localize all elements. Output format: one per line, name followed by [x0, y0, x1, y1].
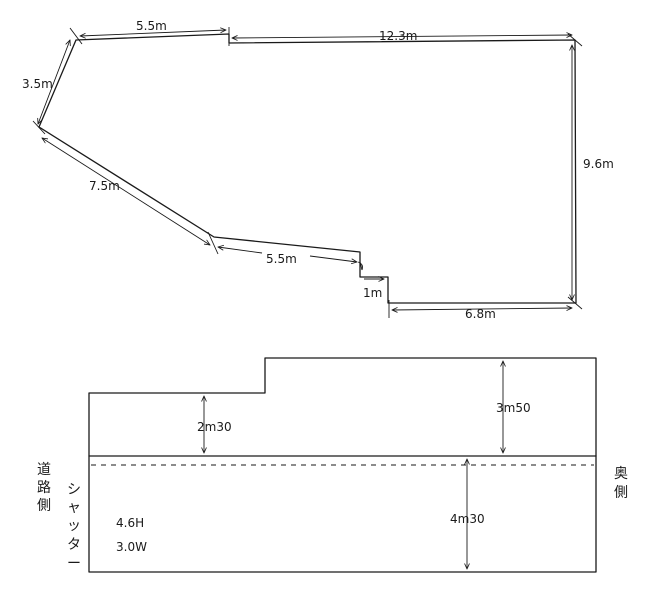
section-outline [88, 357, 597, 573]
label-bottom-middle: 5.5m [266, 252, 297, 266]
section-view: 2m30 3m50 4m30 4.6H 3.0W 道 路 側 シ ャ ッ タ ー… [37, 357, 628, 573]
plan-ticks [32, 27, 583, 318]
shutter-char-3: ッ [67, 518, 81, 534]
road-side-char-2: 路 [37, 480, 51, 496]
shutter-char-5: ー [67, 556, 81, 572]
dim-line-left-upper [38, 40, 70, 124]
label-left-diagonal: 7.5m [89, 179, 120, 193]
label-shutter-height: 4.6H [116, 516, 144, 530]
label-bottom-right: 6.8m [465, 307, 496, 321]
shutter-char-4: タ [67, 537, 81, 553]
label-right: 9.6m [583, 157, 614, 171]
label-upper-left-height: 2m30 [197, 420, 232, 434]
dim-line-bottom-right [392, 308, 572, 310]
shutter-char-1: シ [67, 482, 81, 498]
label-lower-height: 4m30 [450, 512, 485, 526]
label-step: 1m [363, 286, 382, 300]
label-shutter-width: 3.0W [116, 540, 147, 554]
dim-line-top-right [232, 35, 572, 38]
plan-outline [38, 33, 577, 304]
back-side-char-2: 側 [614, 485, 628, 501]
road-side-char-1: 道 [37, 462, 51, 478]
dim-line-bottom-middle-left [218, 247, 263, 254]
dim-line-left-diagonal [42, 138, 210, 245]
shutter-char-2: ャ [67, 500, 81, 516]
plan-view: 5.5m 12.3m 3.5m 7.5m 5.5m 1m 6.8m 9.6m [22, 19, 614, 321]
label-top-right: 12.3m [379, 29, 417, 43]
label-top-left: 5.5m [136, 19, 167, 33]
dim-line-bottom-middle-right [309, 255, 357, 262]
label-upper-right-height: 3m50 [496, 401, 531, 415]
dim-line-top-left [80, 30, 226, 36]
road-side-char-3: 側 [37, 498, 51, 514]
label-left-upper: 3.5m [22, 77, 53, 91]
back-side-char-1: 奥 [614, 465, 628, 482]
dim-curl [357, 261, 363, 271]
